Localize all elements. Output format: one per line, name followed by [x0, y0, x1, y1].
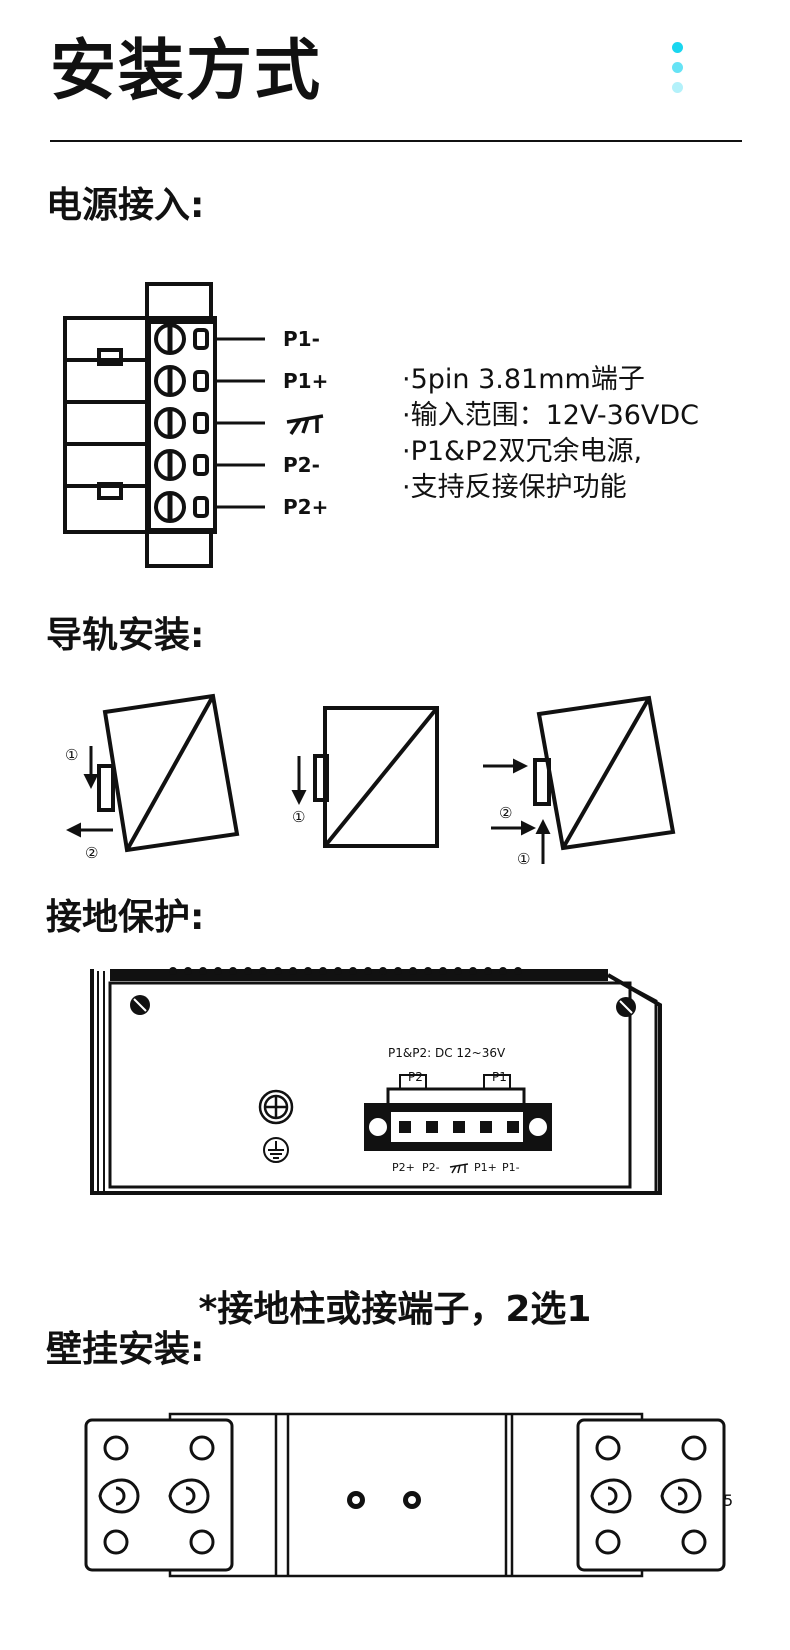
- step-mark: ②: [499, 804, 512, 822]
- right-mount-bracket: [576, 1418, 726, 1572]
- accent-dot-1: [672, 42, 683, 53]
- accent-dot-3: [672, 82, 683, 93]
- chassis-ground-icon: [449, 1163, 469, 1174]
- pin-label-4: P1+: [474, 1161, 497, 1174]
- title-divider: [50, 140, 742, 142]
- pin-label-2: P2-: [422, 1161, 440, 1174]
- center-screw: [347, 1491, 365, 1509]
- din-step-1: [66, 693, 240, 853]
- accent-dots: [672, 42, 683, 102]
- ground-option-note: *接地柱或接端子，2选1: [198, 1289, 592, 1330]
- group-label-p1: P1: [492, 1070, 507, 1084]
- power-spec-list: ·5pin 3.81mm端子 ·输入范围：12V-36VDC ·P1&P2双冗余…: [402, 362, 699, 506]
- panel-title: P1&P2: DC 12~36V: [388, 1046, 506, 1060]
- din-rail-heading: 导轨安装:: [46, 615, 205, 656]
- spec-item: ·P1&P2双冗余电源,: [402, 436, 643, 467]
- terminal-label-5: P2+: [283, 495, 328, 519]
- spec-item: ·5pin 3.81mm端子: [402, 364, 645, 395]
- step-mark: ①: [65, 746, 78, 764]
- grounding-panel-diagram: P1&P2: DC 12~36V P2 P1 P2+ P2- P1+ P1-: [90, 967, 662, 1195]
- step-mark: ①: [517, 850, 530, 868]
- terminal-label-4: P2-: [283, 453, 320, 477]
- ground-stud-icon: [258, 1089, 294, 1125]
- din-step-2: [291, 706, 439, 848]
- earth-ground-icon: [263, 1137, 289, 1163]
- power-heading: 电源接入:: [46, 185, 205, 226]
- terminal-label-2: P1+: [283, 369, 328, 393]
- edge-mark: 5: [723, 1491, 733, 1510]
- wall-mount-heading: 壁挂安装:: [46, 1329, 205, 1370]
- screw-terminals: [154, 323, 209, 523]
- page-title: 安装方式: [50, 32, 322, 109]
- corner-screw: [130, 995, 150, 1015]
- center-screw: [403, 1491, 421, 1509]
- accent-dot-2: [672, 62, 683, 73]
- grounding-heading: 接地保护:: [46, 897, 205, 938]
- group-label-p2: P2: [408, 1070, 423, 1084]
- step-mark: ②: [85, 844, 98, 862]
- terminal-block-diagram: P1- P1+ P2- P2+: [63, 282, 328, 568]
- heatsink-ribs: [110, 967, 608, 981]
- wall-mount-diagram: 5: [84, 1412, 733, 1578]
- din-step-3: [483, 695, 676, 864]
- spec-item: ·输入范围：12V-36VDC: [402, 400, 700, 431]
- left-mount-bracket: [84, 1418, 234, 1572]
- din-rail-steps-diagram: ① ② ① ② ①: [65, 693, 676, 868]
- pin-label-1: P2+: [392, 1161, 415, 1174]
- power-terminal-block: [364, 1087, 552, 1151]
- spec-item: ·支持反接保护功能: [402, 472, 627, 503]
- pin-label-5: P1-: [502, 1161, 520, 1174]
- step-mark: ①: [292, 808, 305, 826]
- chassis-ground-icon: [286, 414, 324, 435]
- terminal-label-1: P1-: [283, 327, 320, 351]
- corner-screw: [616, 997, 636, 1017]
